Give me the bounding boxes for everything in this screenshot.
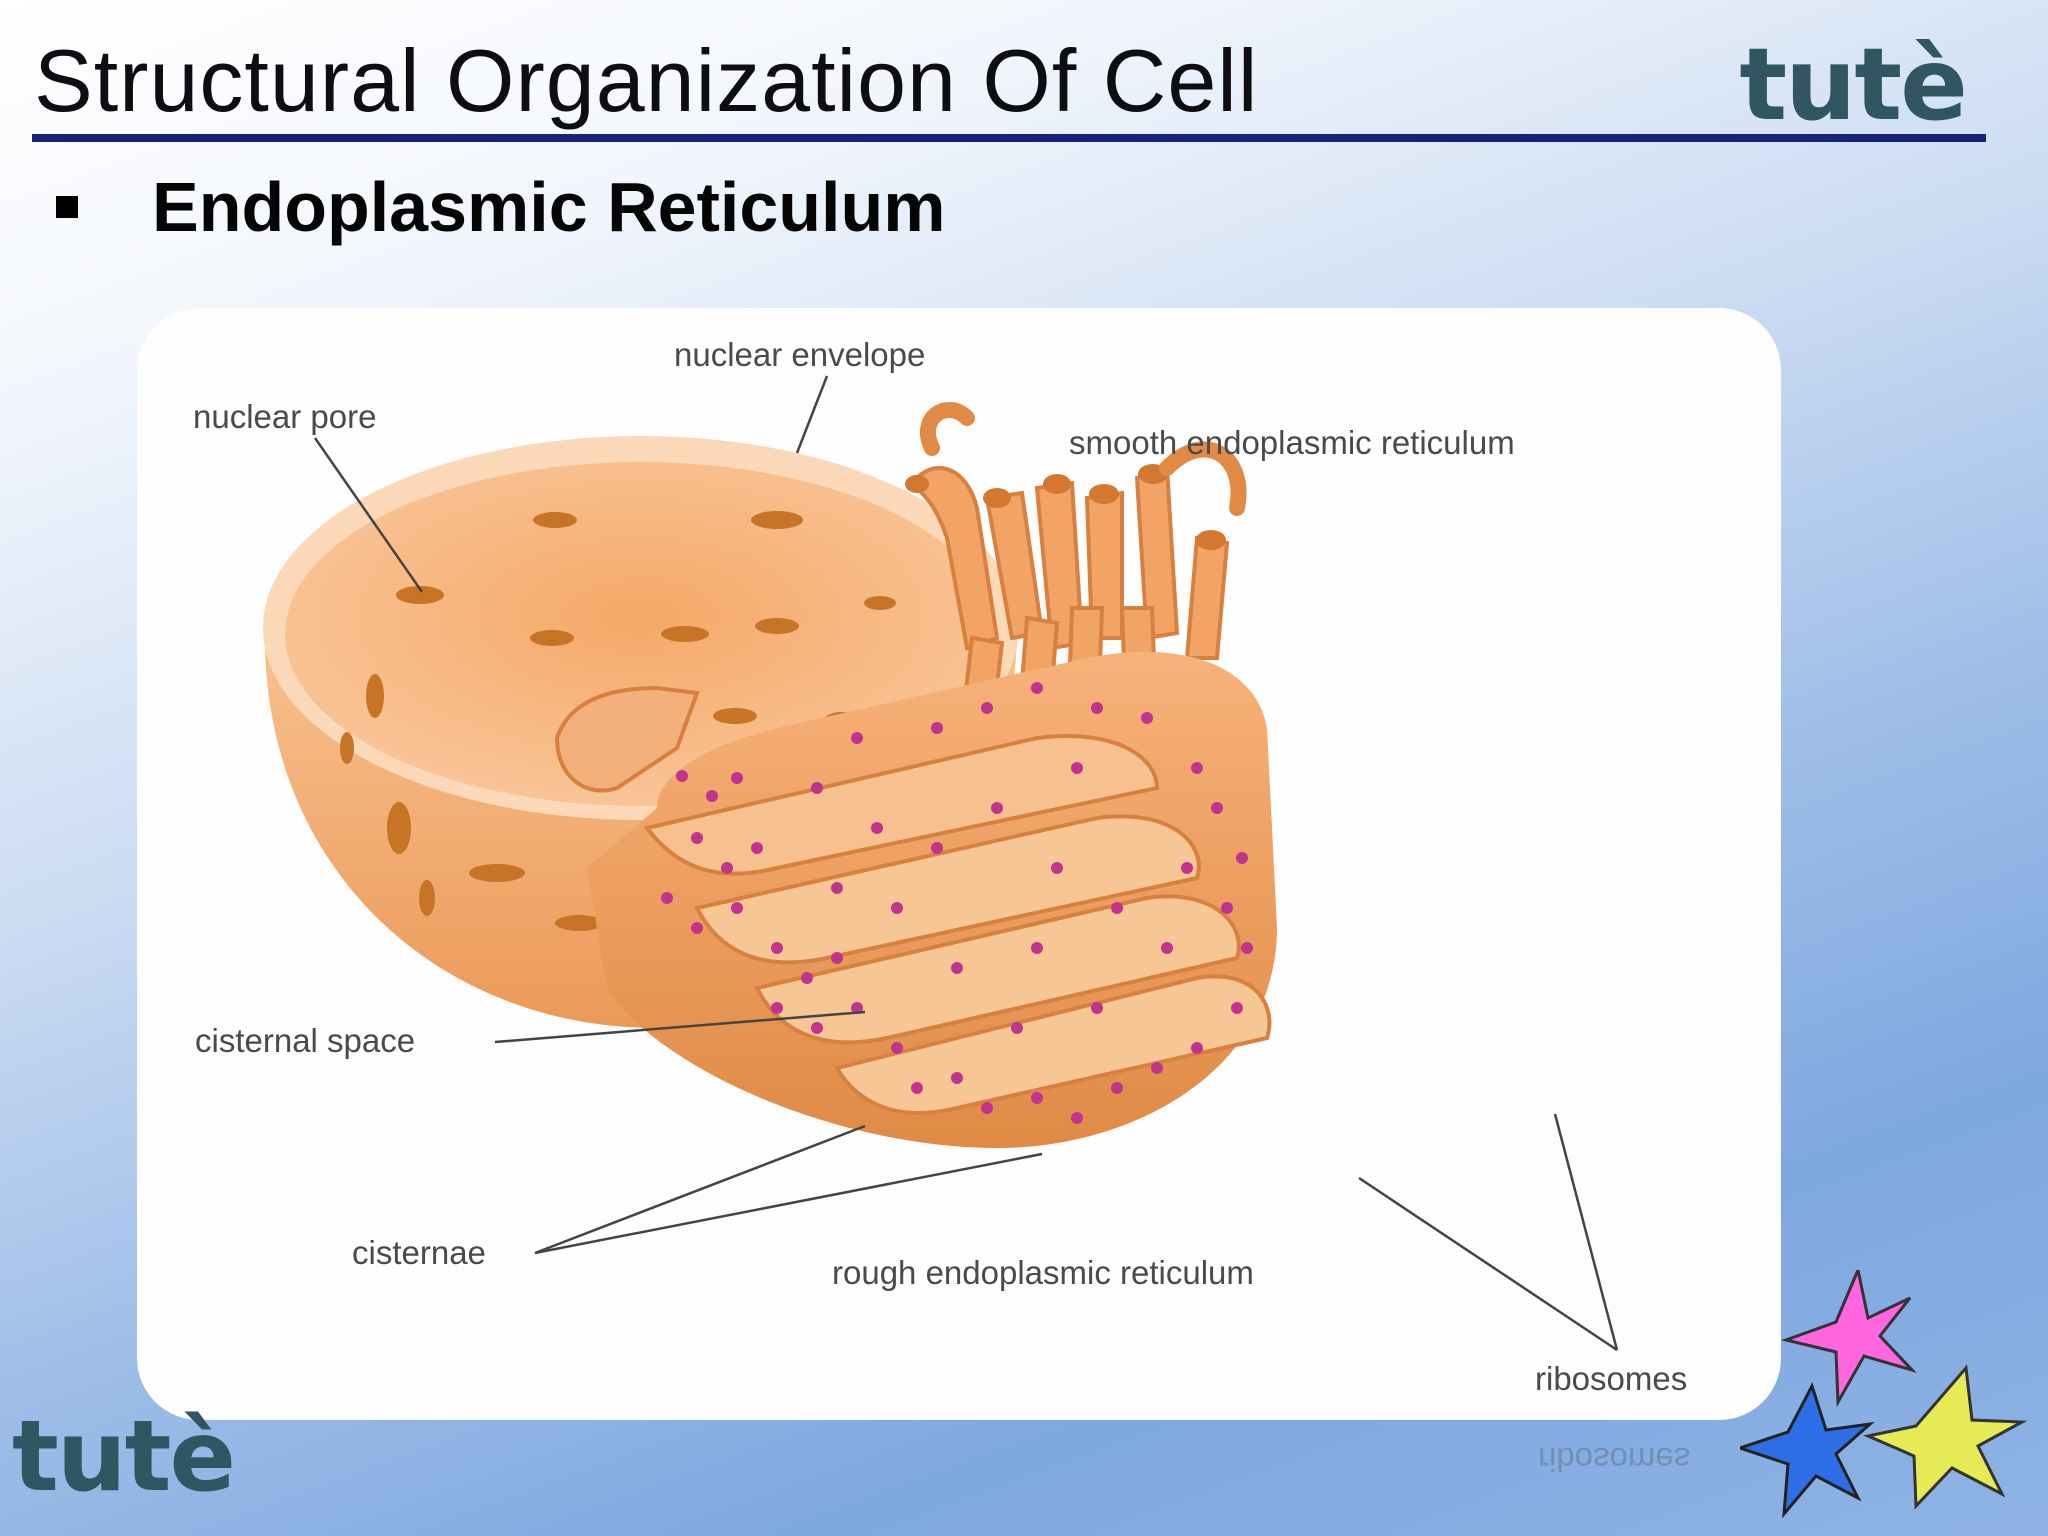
title-rule [32,134,1986,142]
label-rough-er: rough endoplasmic reticulum [832,1254,1254,1291]
label-smooth-er: smooth endoplasmic reticulum [1069,424,1515,461]
ribosomes-dots [661,682,1253,1124]
logo-bottom: tutè [12,1400,236,1514]
yellow-star-icon [1863,1364,2028,1510]
label-cisternal-space: cisternal space [195,1022,415,1059]
ribosomes-reflection: ribosomes [1538,1441,1691,1478]
label-nuclear-pore: nuclear pore [193,398,376,435]
blue-star-icon [1740,1382,1875,1519]
logo-top: tutè [1739,26,1968,143]
pink-star-icon [1780,1270,1917,1408]
bullet-text: Endoplasmic Reticulum [152,168,946,246]
label-cisternae: cisternae [352,1234,486,1271]
slide-title: Structural Organization Of Cell [34,31,1259,130]
er-diagram: nuclear envelope nuclear pore smooth end… [193,336,1687,1397]
decorative-stars [1740,1270,2028,1519]
rough-er [554,651,1277,1148]
label-ribosomes: ribosomes [1535,1360,1687,1397]
label-nuclear-envelope: nuclear envelope [674,336,925,373]
bullet-item: Endoplasmic Reticulum [56,162,945,252]
leader-lines [313,375,1619,1352]
bullet-square-icon [56,196,78,218]
diagram-panel: nuclear envelope nuclear pore smooth end… [137,308,1781,1420]
